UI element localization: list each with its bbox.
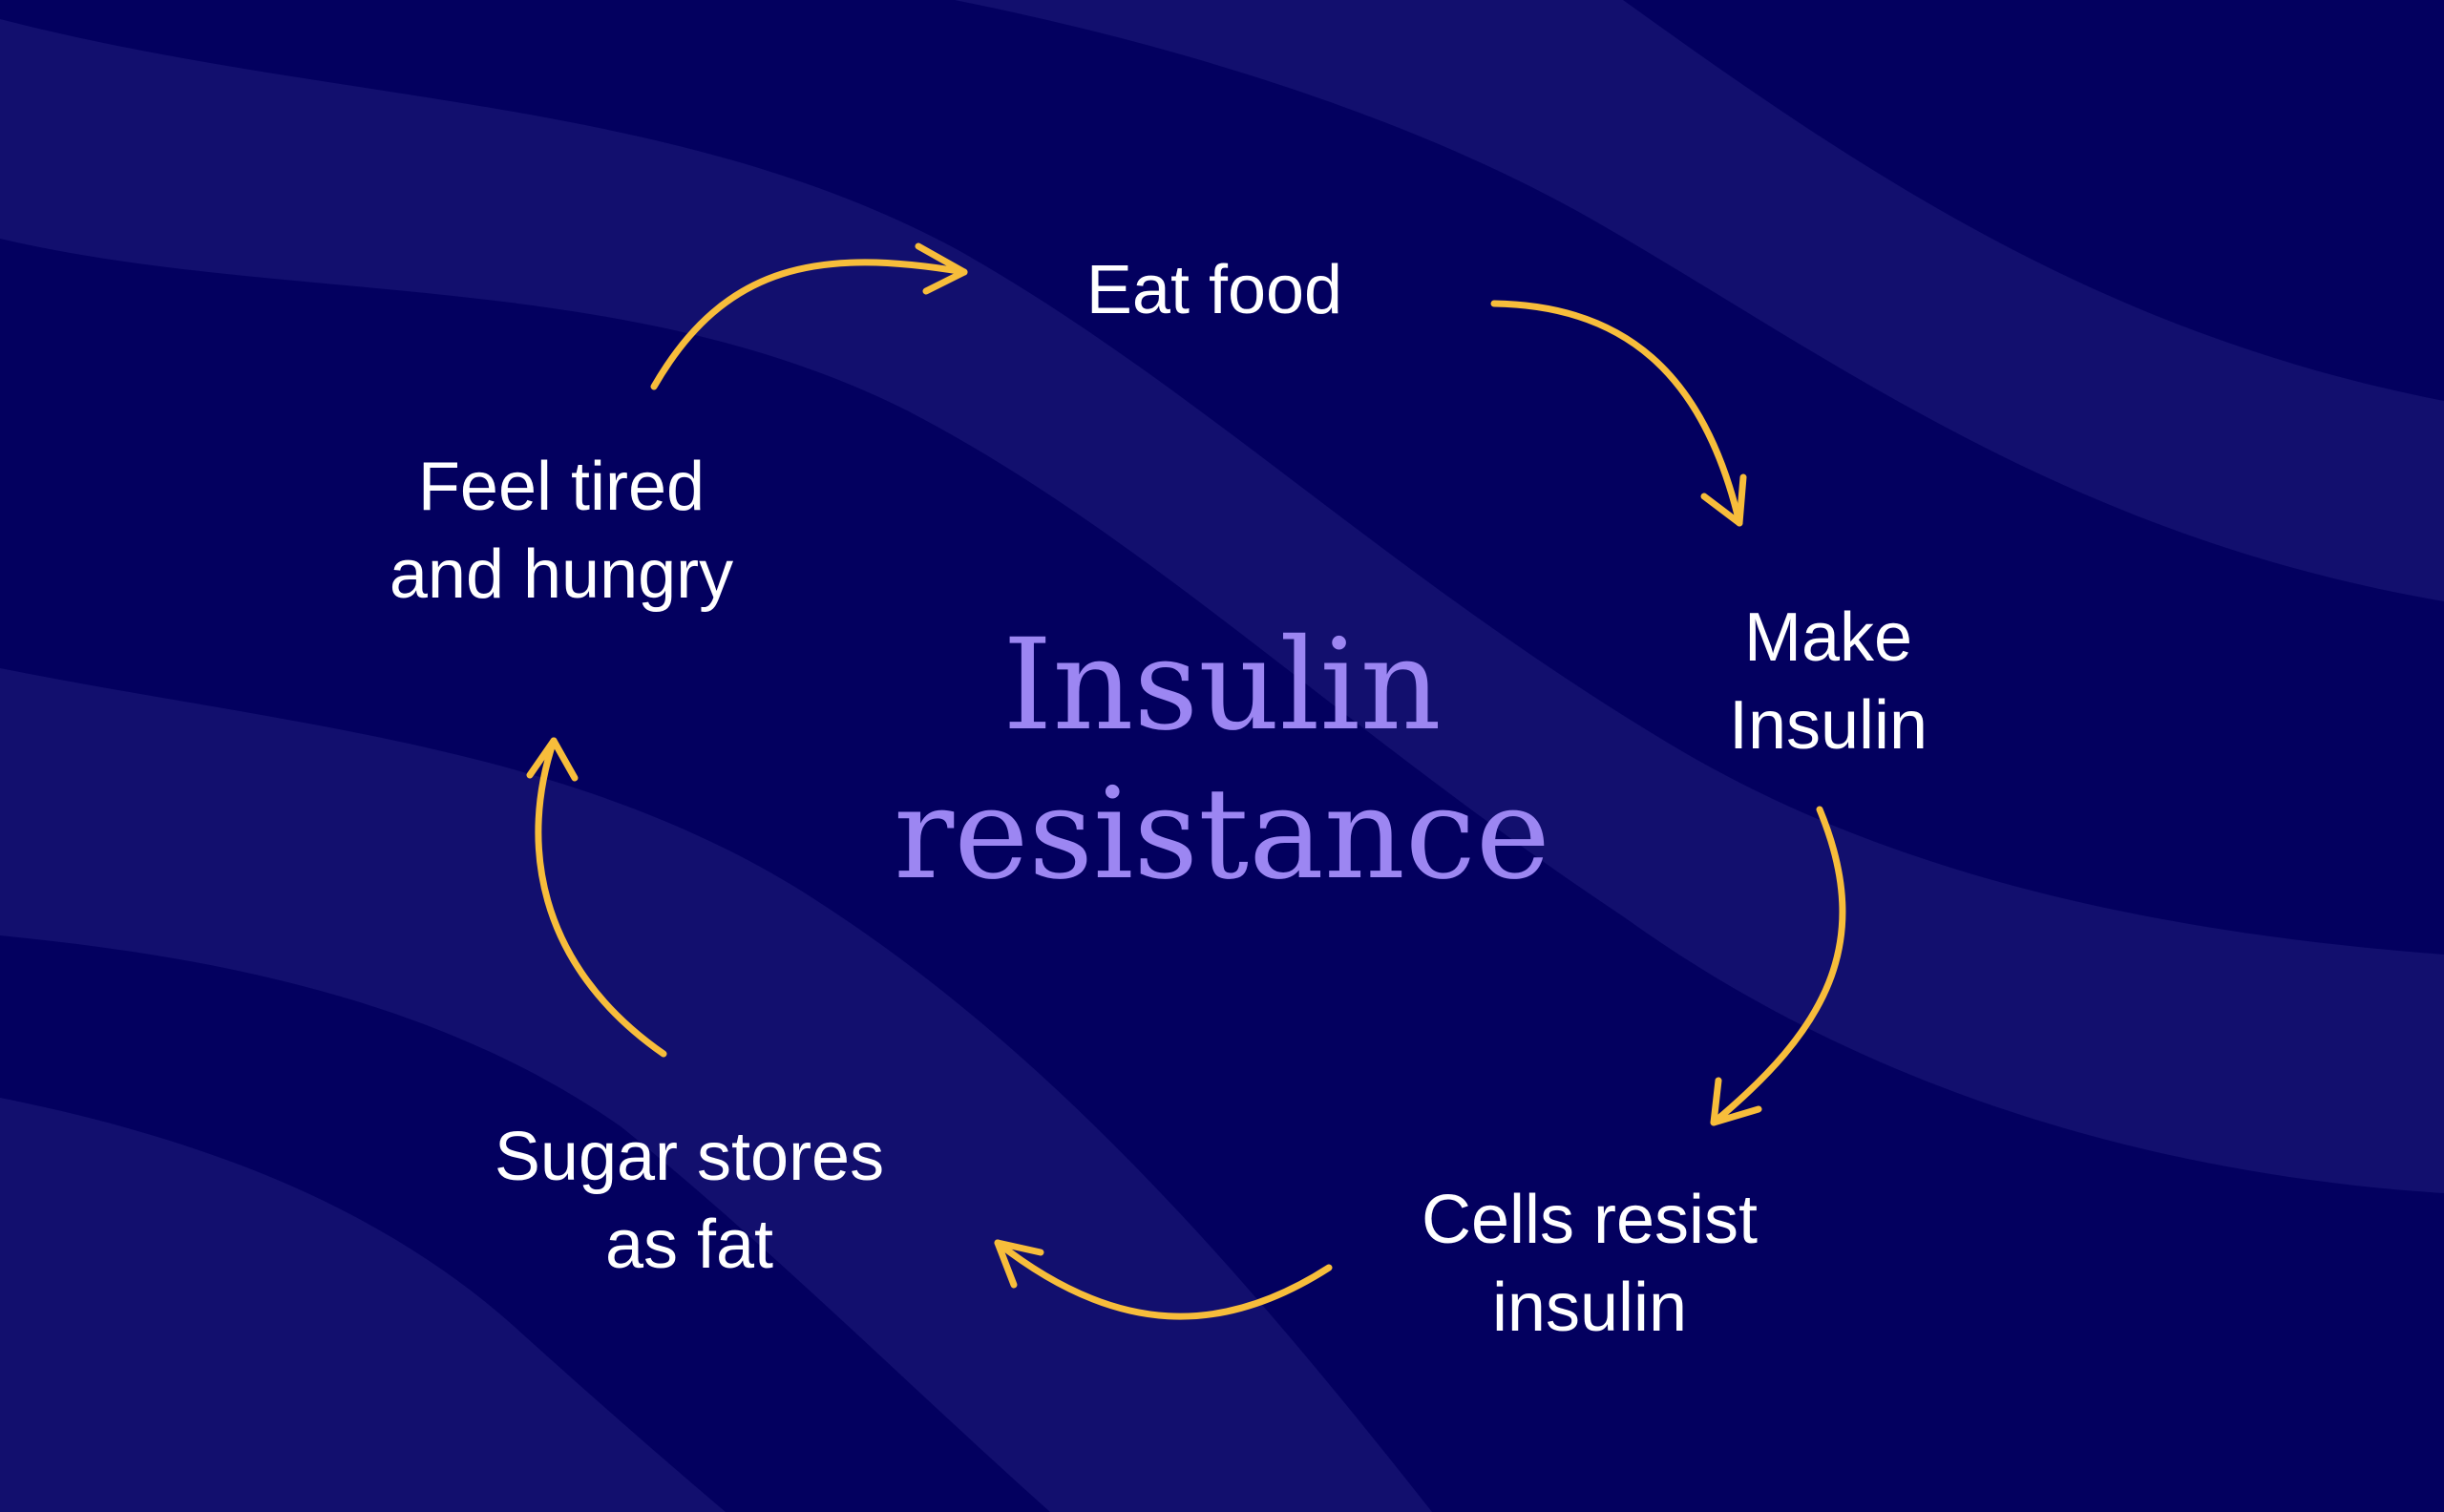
wave-band-upper bbox=[0, 19, 2444, 1193]
step-cells-resist-insulin-line2: insulin bbox=[1491, 1270, 1688, 1346]
step-eat-food: Eat food bbox=[1086, 246, 1342, 334]
center-title-line1: Insulin bbox=[1002, 612, 1442, 759]
step-sugar-stores-as-fat-line2: as fat bbox=[604, 1207, 774, 1283]
center-title-line2: resistance bbox=[894, 761, 1550, 908]
wave-band-top-right bbox=[955, 0, 2444, 601]
step-feel-tired-and-hungry-line1: Feel tired bbox=[417, 449, 706, 525]
arrow-sugar-stores-to-feel-tired bbox=[526, 737, 667, 1058]
arrow-make-insulin-to-cells-resist bbox=[1710, 806, 1846, 1126]
step-feel-tired-and-hungry: Feel tired and hungry bbox=[390, 443, 733, 619]
step-cells-resist-insulin: Cells resist insulin bbox=[1422, 1176, 1758, 1352]
arrow-eat-food-to-make-insulin bbox=[1490, 300, 1747, 527]
step-cells-resist-insulin-line1: Cells resist bbox=[1421, 1182, 1759, 1258]
step-make-insulin-line2: Insulin bbox=[1728, 687, 1928, 764]
step-make-insulin-line1: Make bbox=[1743, 599, 1913, 676]
arrow-cells-resist-to-sugar-stores bbox=[994, 1239, 1333, 1320]
arrow-feel-tired-to-eat-food bbox=[650, 242, 968, 390]
step-eat-food-line1: Eat food bbox=[1085, 252, 1343, 328]
wave-band-bottom-left bbox=[0, 1098, 726, 1512]
step-sugar-stores-as-fat-line1: Sugar stores bbox=[494, 1119, 885, 1195]
step-feel-tired-and-hungry-line2: and hungry bbox=[389, 536, 734, 613]
center-title: Insulin resistance bbox=[894, 611, 1550, 909]
step-make-insulin: Make Insulin bbox=[1729, 594, 1928, 769]
wave-band-lower bbox=[0, 668, 1432, 1512]
step-sugar-stores-as-fat: Sugar stores as fat bbox=[495, 1113, 884, 1289]
